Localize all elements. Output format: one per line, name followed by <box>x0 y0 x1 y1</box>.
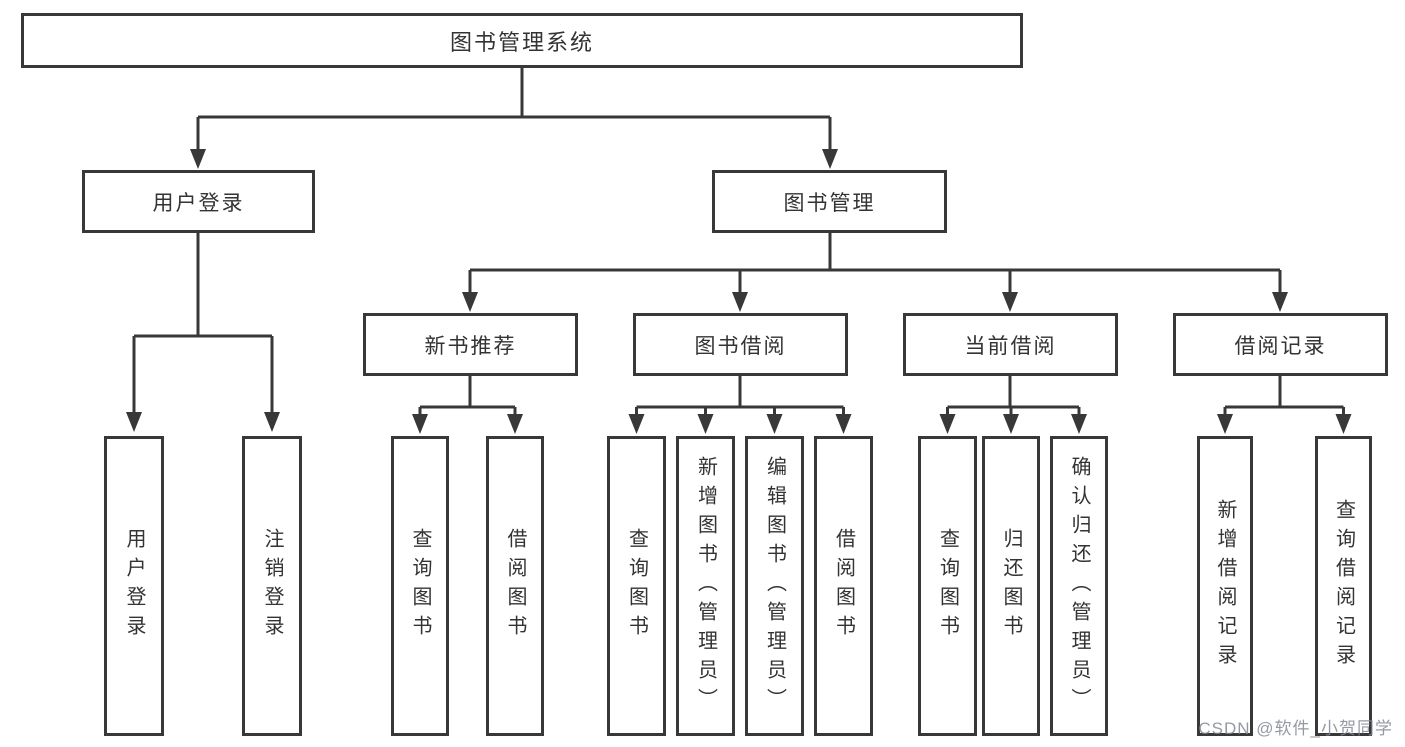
leaf-bb-query-book: 查询图书 <box>607 436 666 736</box>
leaf-br-add-record-label: 新增借阅记录 <box>1214 499 1236 673</box>
leaf-user-login-label: 用户登录 <box>123 528 145 644</box>
node-book-borrow-label: 图书借阅 <box>694 334 787 358</box>
node-book-borrow: 图书借阅 <box>633 313 848 376</box>
node-user-login-label: 用户登录 <box>152 191 245 215</box>
leaf-bb-add-book: 新增图书（管理员） <box>676 436 735 736</box>
leaf-nb-query-book-label: 查询图书 <box>409 528 431 644</box>
leaf-cb-return-book: 归还图书 <box>982 436 1040 736</box>
leaf-cb-confirm-return-label: 确认归还（管理员） <box>1068 455 1090 717</box>
leaf-bb-borrow-book: 借阅图书 <box>814 436 873 736</box>
leaf-cb-confirm-return: 确认归还（管理员） <box>1050 436 1108 736</box>
leaf-bb-add-book-label: 新增图书（管理员） <box>694 455 717 717</box>
node-current-borrow-label: 当前借阅 <box>964 334 1057 358</box>
arrowheads <box>126 149 1352 434</box>
node-new-book-recommend: 新书推荐 <box>363 313 578 376</box>
node-new-book-recommend-label: 新书推荐 <box>424 334 517 358</box>
leaf-cb-return-book-label: 归还图书 <box>1000 528 1022 644</box>
leaf-user-login: 用户登录 <box>104 436 164 736</box>
leaf-nb-query-book: 查询图书 <box>391 436 449 736</box>
node-root: 图书管理系统 <box>21 13 1023 68</box>
leaf-bb-borrow-book-label: 借阅图书 <box>832 528 855 644</box>
leaf-logout-label: 注销登录 <box>261 528 283 644</box>
node-borrow-record: 借阅记录 <box>1173 313 1388 376</box>
leaf-nb-borrow-book: 借阅图书 <box>486 436 544 736</box>
leaf-br-add-record: 新增借阅记录 <box>1197 436 1253 736</box>
leaf-bb-edit-book: 编辑图书（管理员） <box>745 436 804 736</box>
leaf-bb-edit-book-label: 编辑图书（管理员） <box>763 455 786 717</box>
csdn-watermark: CSDN @软件_小贺同学 <box>1198 719 1393 738</box>
node-book-management: 图书管理 <box>712 170 947 233</box>
leaf-bb-query-book-label: 查询图书 <box>625 528 648 644</box>
node-root-label: 图书管理系统 <box>449 29 594 55</box>
leaf-nb-borrow-book-label: 借阅图书 <box>504 528 526 644</box>
leaf-logout: 注销登录 <box>242 436 302 736</box>
leaf-cb-query-book-label: 查询图书 <box>936 528 959 644</box>
node-borrow-record-label: 借阅记录 <box>1234 334 1327 358</box>
leaf-br-query-record: 查询借阅记录 <box>1315 436 1372 736</box>
node-user-login: 用户登录 <box>82 170 315 233</box>
leaf-br-query-record-label: 查询借阅记录 <box>1332 499 1355 673</box>
node-current-borrow: 当前借阅 <box>903 313 1118 376</box>
leaf-cb-query-book: 查询图书 <box>918 436 977 736</box>
node-book-management-label: 图书管理 <box>783 191 876 215</box>
